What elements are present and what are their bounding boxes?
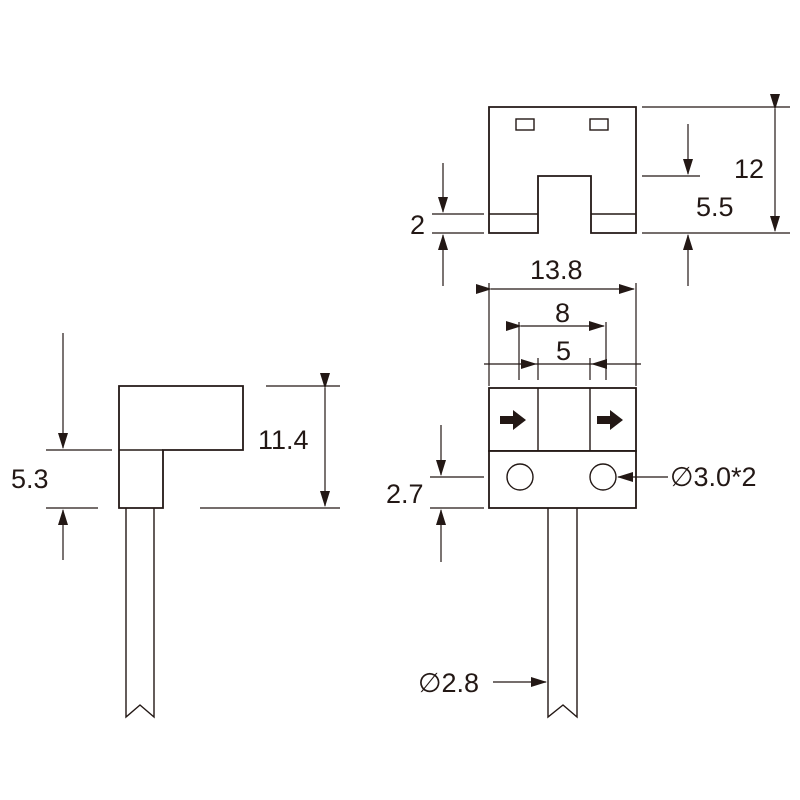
side-body-outline [118, 385, 244, 509]
arrow-right-icon [597, 410, 623, 430]
dim-label-tab-height: 2 [410, 210, 425, 240]
dim-label-front-lower: 2.7 [386, 479, 424, 509]
front-cable [547, 508, 578, 719]
dim-label-slot-width: 8 [555, 298, 570, 328]
dim-label-hole-callout: ∅3.0*2 [670, 462, 757, 492]
dim-label-window-width: 5 [556, 336, 571, 366]
top-slot-mark-left [515, 118, 535, 131]
side-cable [125, 508, 155, 719]
dim-label-slot-depth: 5.5 [696, 192, 734, 222]
front-body-lower [488, 450, 637, 509]
side-view: 11.4 5.3 [11, 333, 340, 719]
dim-label-cable-callout: ∅2.8 [418, 668, 479, 698]
front-view: 13.8 8 5 ∅3.0*2 2.7 [386, 255, 757, 719]
mounting-hole-left [506, 463, 534, 491]
dim-label-total-height: 12 [734, 154, 764, 184]
dim-label-side-upper: 5.3 [11, 464, 49, 494]
arrow-right-icon [500, 410, 526, 430]
dim-label-side-height: 11.4 [258, 425, 309, 455]
top-slot-mark-right [589, 118, 609, 131]
top-view-outline [488, 106, 637, 234]
top-view: 12 5.5 2 [410, 94, 790, 286]
mounting-hole-right [589, 463, 617, 491]
dim-label-total-width: 13.8 [530, 255, 583, 285]
